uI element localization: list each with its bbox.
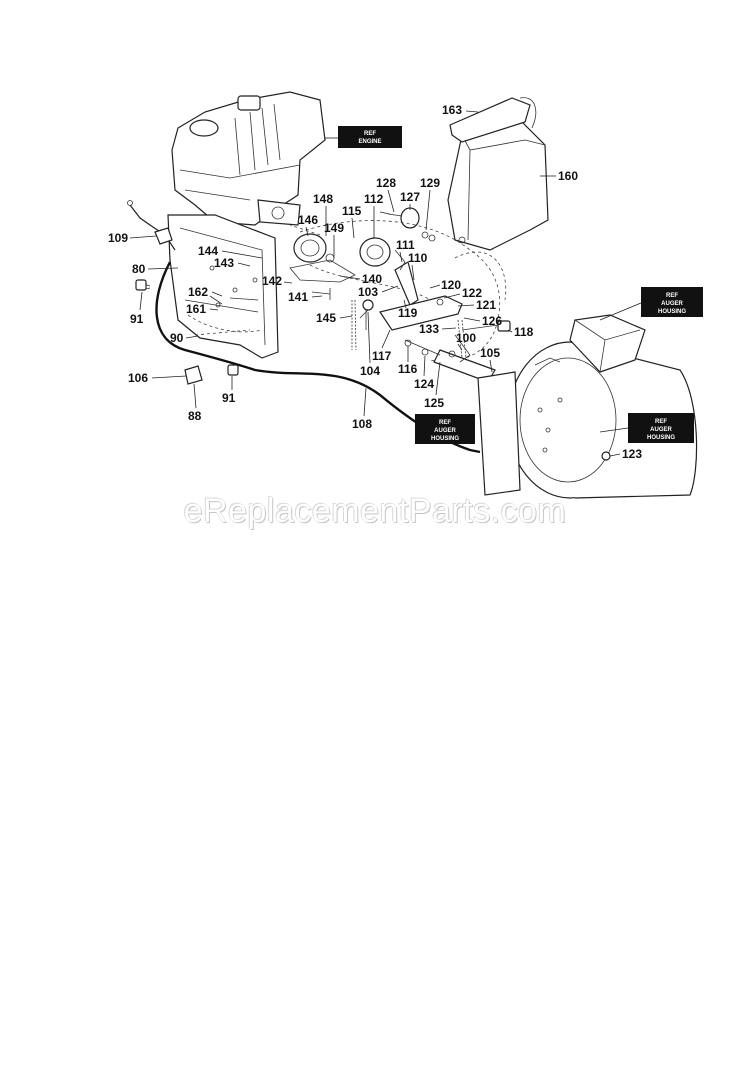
part-label-106: 106 xyxy=(128,371,148,385)
part-label-121: 121 xyxy=(476,298,496,312)
part-label-119: 119 xyxy=(398,306,418,320)
part-label-144: 144 xyxy=(198,244,218,258)
part-label-124: 124 xyxy=(414,377,434,391)
part-labels: 163 160 148 128 129 146 115 112 127 109 … xyxy=(108,103,642,461)
part-label-162: 162 xyxy=(188,285,208,299)
part-label-104: 104 xyxy=(360,364,380,378)
part-label-146: 146 xyxy=(298,213,318,227)
belt-path-dashed xyxy=(187,220,501,362)
part-label-122: 122 xyxy=(462,286,482,300)
part-label-110: 110 xyxy=(408,251,428,265)
part-label-163: 163 xyxy=(442,103,462,117)
part-label-133: 133 xyxy=(419,322,439,336)
idler-linkage-illustration xyxy=(209,249,511,383)
part-label-91: 91 xyxy=(130,312,144,326)
part-label-115: 115 xyxy=(342,204,362,218)
ref-box-auger-mid-line2: AUGER xyxy=(434,428,456,434)
part-label-103: 103 xyxy=(358,285,378,299)
engine-illustration xyxy=(171,91,326,226)
part-label-120: 120 xyxy=(441,278,461,292)
part-label-91: 91 xyxy=(222,391,236,405)
ref-box-auger-bottom-line1: REF xyxy=(655,419,667,425)
part-label-145: 145 xyxy=(316,311,336,325)
part-label-109: 109 xyxy=(108,231,128,245)
ref-box-engine: REF ENGINE xyxy=(325,126,402,148)
ref-box-auger-bottom: REF AUGER HOUSING xyxy=(599,413,694,443)
part-label-123: 123 xyxy=(622,447,642,461)
part-label-105: 105 xyxy=(480,346,500,360)
pulleys-illustration xyxy=(289,207,436,283)
part-label-127: 127 xyxy=(400,190,420,204)
part-label-143: 143 xyxy=(214,256,234,270)
part-label-118: 118 xyxy=(514,325,534,339)
ref-box-engine-line2: ENGINE xyxy=(358,139,381,145)
ref-box-auger-top: REF AUGER HOUSING xyxy=(599,287,703,321)
auger-housing-illustration xyxy=(477,314,698,499)
part-label-161: 161 xyxy=(186,302,206,316)
part-label-160: 160 xyxy=(558,169,578,183)
part-label-117: 117 xyxy=(372,349,392,363)
part-label-149: 149 xyxy=(324,221,344,235)
belt-cover-illustration xyxy=(447,97,549,251)
ref-box-auger-bottom-line3: HOUSING xyxy=(647,435,675,441)
part-label-88: 88 xyxy=(188,409,202,423)
part-label-90: 90 xyxy=(170,331,184,345)
part-label-111: 111 xyxy=(396,238,415,252)
part-label-80: 80 xyxy=(132,262,146,276)
part-label-148: 148 xyxy=(313,192,333,206)
part-label-129: 129 xyxy=(420,176,440,190)
part-label-141: 141 xyxy=(288,290,308,304)
part-label-116: 116 xyxy=(398,362,418,376)
ref-box-engine-line1: REF xyxy=(364,131,376,137)
part-label-108: 108 xyxy=(352,417,372,431)
ref-box-auger-top-line2: AUGER xyxy=(661,301,683,307)
ref-box-auger-top-line1: REF xyxy=(666,293,678,299)
ref-box-auger-mid-line3: HOUSING xyxy=(431,436,459,442)
part-label-125: 125 xyxy=(424,396,444,410)
ref-box-auger-top-line3: HOUSING xyxy=(658,309,686,315)
part-label-100: 100 xyxy=(456,331,476,345)
ref-box-auger-bottom-line2: AUGER xyxy=(650,427,672,433)
part-label-128: 128 xyxy=(376,176,396,190)
part-label-112: 112 xyxy=(364,192,384,206)
part-label-126: 126 xyxy=(482,314,502,328)
ref-box-auger-mid: REF AUGER HOUSING xyxy=(415,414,475,444)
part-label-142: 142 xyxy=(262,274,282,288)
watermark: eReplacementParts.com xyxy=(183,492,567,530)
ref-box-auger-mid-line1: REF xyxy=(439,420,451,426)
part-label-140: 140 xyxy=(362,272,382,286)
frame-plate-illustration xyxy=(167,214,279,359)
